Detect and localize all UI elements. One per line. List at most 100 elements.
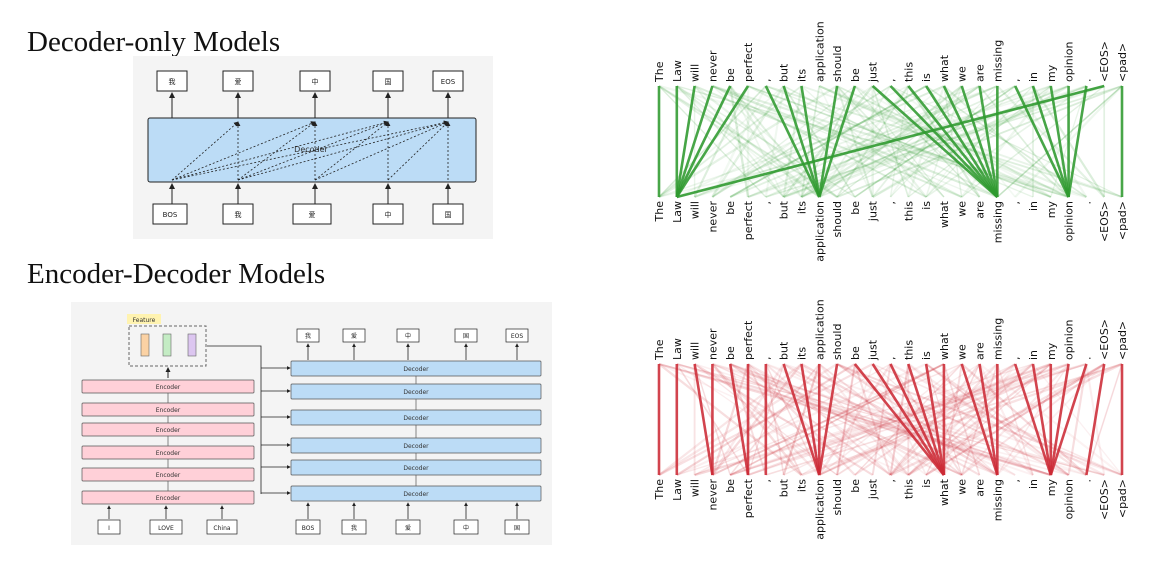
attention-token-bottom: , xyxy=(760,201,773,205)
decoder-output-box xyxy=(454,328,478,343)
attention-link xyxy=(1049,363,1070,476)
attention-token-top: are xyxy=(974,342,987,360)
attention-link xyxy=(1085,363,1106,476)
attention-link xyxy=(676,84,1105,199)
attention-token-top: The xyxy=(653,61,666,83)
attention-token-bottom: will xyxy=(689,201,702,219)
decoder-only-diagram: Decoder 我 爱 中 国 EOS BOS 我 xyxy=(133,56,493,239)
encoder-layer-label: Encoder xyxy=(156,472,181,479)
attention-link xyxy=(764,85,821,198)
attention-token-bottom: my xyxy=(1045,201,1058,219)
encoder-stack: EncoderEncoderEncoderEncoderEncoderEncod… xyxy=(81,379,255,505)
attention-arrow xyxy=(237,121,389,181)
attention-link xyxy=(675,85,696,198)
attention-token-bottom: should xyxy=(831,479,844,515)
attention-token-bottom: my xyxy=(1045,479,1058,497)
attention-token-top: <EOS> xyxy=(1098,319,1111,360)
attention-token-bottom: should xyxy=(831,201,844,237)
attention-token-bottom: what xyxy=(938,200,951,228)
attention-arrow xyxy=(314,121,449,181)
attention-token-bottom: application xyxy=(813,479,826,540)
encoder-input-token: I xyxy=(108,525,110,532)
encoder-decoder-svg: Feature EncoderEncoderEncoderEncoderEnco… xyxy=(81,314,542,535)
attention-link xyxy=(818,85,857,198)
input-box xyxy=(222,203,254,225)
decoder-layer-label: Decoder xyxy=(403,389,429,396)
attention-token-top: never xyxy=(706,50,719,82)
attention-map-svg: TheTheLawLawwillwillneverneverbebeperfec… xyxy=(653,21,1129,261)
input-token: 国 xyxy=(445,211,452,219)
attention-token-top: perfect xyxy=(742,320,755,360)
decoder-layer xyxy=(290,485,542,502)
decoder-stack: DecoderDecoderDecoderDecoderDecoderDecod… xyxy=(290,360,542,502)
attention-link xyxy=(853,363,945,476)
attention-link xyxy=(871,85,999,198)
attention-token-top: but xyxy=(778,341,791,360)
attention-token-bottom: <pad> xyxy=(1116,479,1129,518)
decoder-input-box xyxy=(504,519,530,535)
attention-token-top: its xyxy=(795,69,808,82)
attention-link xyxy=(889,363,946,476)
attention-token-top: . xyxy=(1080,357,1093,361)
decoder-layer-label: Decoder xyxy=(403,491,429,498)
attention-token-top: its xyxy=(795,347,808,360)
attention-link xyxy=(728,363,750,476)
decoder-input-box xyxy=(395,519,421,535)
attention-token-bottom: but xyxy=(778,478,791,497)
attention-token-bottom: its xyxy=(795,201,808,214)
attention-token-bottom: just xyxy=(867,200,880,222)
decoder-input-token: 国 xyxy=(514,525,520,532)
attention-link xyxy=(1013,85,1070,198)
feature-tag xyxy=(127,314,161,324)
output-box xyxy=(156,70,188,92)
attention-token-bottom: The xyxy=(653,201,666,223)
feature-vector xyxy=(162,333,172,357)
attention-token-top: we xyxy=(956,66,969,82)
attention-token-bottom: perfect xyxy=(742,478,755,518)
encoder-layer-label: Encoder xyxy=(156,384,181,391)
attention-token-top: my xyxy=(1045,64,1058,82)
attention-token-bottom: its xyxy=(795,479,808,492)
attention-token-top: should xyxy=(831,324,844,360)
attention-token-top: <pad> xyxy=(1116,43,1129,82)
attention-token-bottom: never xyxy=(706,201,719,233)
encoder-layer-label: Encoder xyxy=(156,450,181,457)
attention-link xyxy=(782,363,821,476)
attention-token-top: is xyxy=(920,73,933,82)
decoder-block-label: Decoder xyxy=(294,145,328,154)
input-box xyxy=(292,203,332,225)
attention-link xyxy=(1067,85,1088,198)
attention-arrow xyxy=(171,120,449,181)
attention-link xyxy=(693,363,714,476)
decoder-input-token: 我 xyxy=(351,524,357,532)
attention-token-top: will xyxy=(689,342,702,360)
attention-arrow xyxy=(237,121,316,181)
attention-token-bottom: what xyxy=(938,478,951,506)
encoder-layer-label: Encoder xyxy=(156,407,181,414)
decoder-input-token: 中 xyxy=(463,524,469,532)
output-token: 国 xyxy=(385,78,392,86)
attention-link xyxy=(675,85,750,198)
attention-token-top: is xyxy=(920,351,933,360)
attention-token-top: be xyxy=(724,346,737,360)
decoder-only-title: Decoder-only Models xyxy=(27,26,281,58)
encoder-input-token: China xyxy=(213,525,230,532)
attention-token-bottom: is xyxy=(920,479,933,488)
attention-token-bottom: this xyxy=(902,479,915,499)
attention-token-bottom: be xyxy=(849,201,862,215)
encoder-layer xyxy=(81,490,255,505)
attention-token-bottom: Law xyxy=(671,479,684,501)
attention-link xyxy=(1031,363,1053,476)
output-box xyxy=(372,70,404,92)
attention-token-bottom: missing xyxy=(991,201,1004,243)
encoder-layer-label: Encoder xyxy=(156,427,181,434)
attention-token-top: what xyxy=(938,54,951,82)
attention-token-top: but xyxy=(778,63,791,82)
attention-token-top: , xyxy=(885,79,898,83)
attention-link xyxy=(800,85,821,198)
attention-token-top: perfect xyxy=(742,42,755,82)
attention-token-bottom: this xyxy=(902,201,915,221)
attention-token-top: never xyxy=(706,328,719,360)
